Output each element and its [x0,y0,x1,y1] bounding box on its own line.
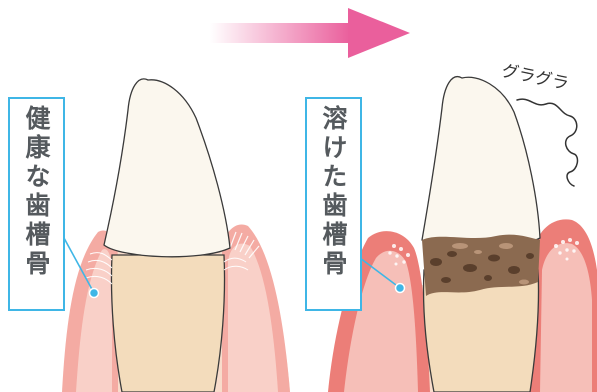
melted-pointer-dot [396,284,405,293]
healthy-pointer-dot [90,289,99,298]
progression-arrow [210,8,410,58]
healthy-bone-label: 健康な歯槽骨 [8,97,65,311]
melted-crown [422,77,540,247]
healthy-root [111,255,224,392]
healthy-bone-label-text: 健康な歯槽骨 [24,105,49,279]
melted-bone-label: 溶けた歯槽骨 [305,97,362,311]
melted-tooth-section [328,77,597,392]
melted-bone-label-text: 溶けた歯槽骨 [321,105,346,279]
healthy-tooth-section [62,79,290,392]
healthy-crown [104,79,230,257]
